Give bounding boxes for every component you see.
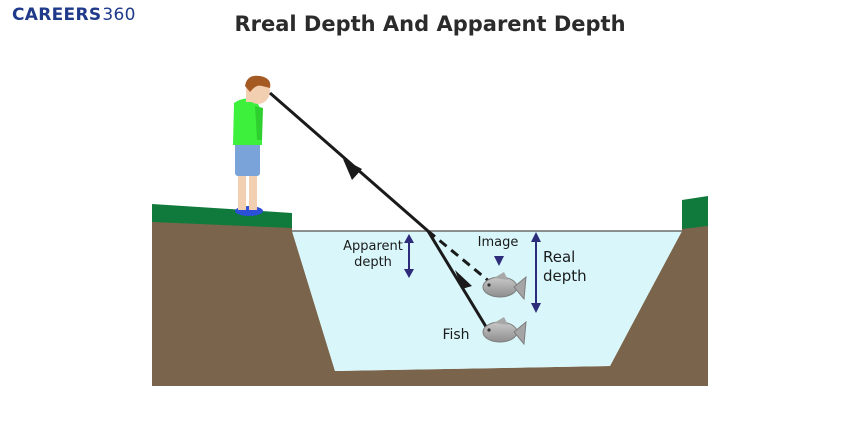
observer-boy [233,75,271,216]
ground [152,220,708,386]
ray-arrowhead-air [343,159,362,180]
apparent-depth-label-line2: depth [354,255,392,270]
fish [482,317,527,346]
water [292,231,682,371]
real-depth-label-line2: depth [543,267,587,285]
apparent-depth-arrow [404,234,414,278]
logo-text: CAREERS [12,5,102,25]
image-label: Image [478,235,519,250]
refracted-ray-in-air [269,91,429,233]
ray-arrowhead-water [455,270,472,289]
page-title: Rreal Depth And Apparent Depth [234,12,626,36]
logo-number: 360 [102,5,136,25]
ray-in-water [426,230,490,331]
right-grass [682,196,708,229]
real-depth-label-line1: Real [543,248,575,266]
image-pointer-arrow [494,256,504,266]
virtual-ray-dashed [427,229,491,284]
real-depth-arrow [531,232,541,313]
left-grass [152,204,292,228]
apparent-depth-label-line1: Apparent [343,239,403,254]
fish-label: Fish [442,327,469,343]
fish-image [482,272,527,301]
